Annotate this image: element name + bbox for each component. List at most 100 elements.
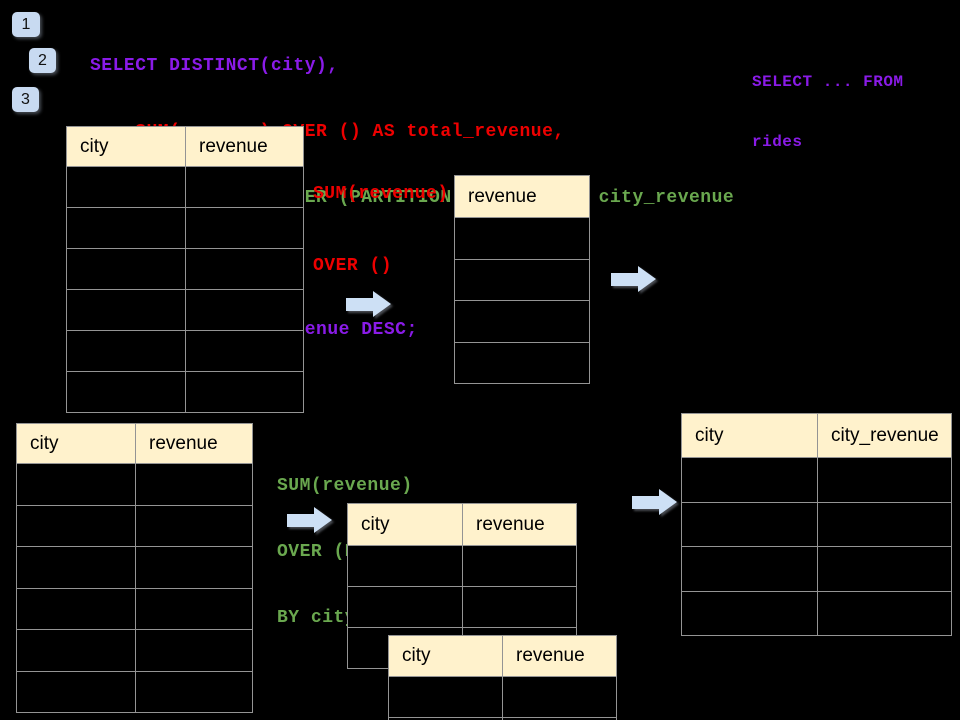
table-row	[455, 301, 589, 343]
table-header-row: city revenue	[348, 504, 576, 546]
table-row	[389, 677, 616, 718]
table-row	[17, 547, 252, 589]
table-cell	[455, 260, 589, 301]
column-header-city: city	[348, 504, 463, 545]
table-cell	[67, 372, 186, 412]
column-header-city: city	[67, 127, 186, 166]
query-note-line-1: SELECT ... FROM	[752, 73, 904, 91]
table-cell	[17, 547, 136, 588]
table-row	[348, 587, 576, 628]
table-cell	[389, 677, 503, 717]
table-cell	[455, 343, 589, 384]
table-header-row: city revenue	[389, 636, 616, 677]
table-row	[455, 260, 589, 301]
arrow-right-total-out-icon	[611, 266, 656, 293]
table-header-row: city revenue	[17, 424, 252, 464]
table-city-revenue-result: city city_revenue	[681, 413, 952, 636]
total-annotation-line-1: SUM(revenue)	[313, 184, 449, 204]
column-header-city: city	[682, 414, 818, 457]
column-header-revenue: revenue	[186, 127, 303, 166]
step-badge-1-label: 1	[21, 15, 31, 33]
table-row	[67, 372, 303, 412]
table-cell	[67, 249, 186, 289]
column-header-city: city	[17, 424, 136, 463]
table-cell	[136, 672, 252, 713]
table-row	[17, 671, 252, 713]
table-row	[348, 546, 576, 587]
table-row	[455, 218, 589, 260]
table-partition-overlay-clip: city revenue	[388, 635, 619, 720]
table-header-row: revenue	[455, 176, 589, 218]
table-cell	[818, 503, 951, 547]
table-row	[682, 458, 951, 503]
table-cell	[348, 546, 463, 586]
query-note-line-2: rides	[752, 133, 803, 151]
column-header-city-revenue: city_revenue	[818, 414, 951, 457]
table-cell	[818, 547, 951, 591]
column-header-city: city	[389, 636, 503, 676]
table-cell	[682, 547, 818, 591]
arrow-right-partition-in-icon	[287, 507, 332, 534]
table-partition-overlay: city revenue	[388, 635, 617, 720]
table-cell	[67, 331, 186, 371]
table-total-revenue-result: revenue	[454, 175, 590, 384]
table-row	[67, 331, 303, 372]
table-row	[67, 249, 303, 290]
table-cell	[186, 249, 303, 289]
table-source-bottom: city revenue	[16, 423, 253, 713]
table-row	[682, 547, 951, 592]
table-cell	[136, 630, 252, 671]
column-header-revenue: revenue	[136, 424, 252, 463]
partition-annotation-line-1: SUM(revenue)	[277, 476, 413, 496]
table-cell	[682, 458, 818, 502]
step-badge-1: 1	[12, 12, 40, 37]
total-revenue-annotation: SUM(revenue) OVER ()	[313, 134, 449, 326]
table-cell	[463, 587, 576, 627]
table-cell	[136, 547, 252, 588]
table-cell	[67, 208, 186, 248]
table-cell	[186, 331, 303, 371]
table-cell	[17, 505, 136, 546]
column-header-revenue: revenue	[455, 176, 589, 217]
table-cell	[818, 592, 951, 636]
table-row	[17, 464, 252, 506]
step-badge-2: 2	[29, 48, 56, 73]
table-cell	[17, 464, 136, 505]
table-row	[682, 591, 951, 636]
step-badge-3-label: 3	[21, 90, 30, 108]
arrow-right-total-in-icon	[346, 291, 391, 318]
total-annotation-line-2: OVER ()	[313, 256, 393, 276]
table-cell	[17, 588, 136, 629]
table-cell	[503, 677, 616, 717]
table-cell	[186, 167, 303, 207]
table-row	[682, 502, 951, 547]
table-cell	[67, 167, 186, 207]
table-cell	[389, 718, 503, 720]
table-cell	[136, 506, 252, 547]
table-row	[67, 167, 303, 208]
table-header-row: city city_revenue	[682, 414, 951, 458]
table-row	[17, 630, 252, 672]
table-cell	[17, 630, 136, 671]
column-header-revenue: revenue	[503, 636, 616, 676]
table-cell	[348, 587, 463, 627]
arrow-right-partition-out-icon	[632, 489, 677, 516]
table-cell	[186, 208, 303, 248]
table-source-top: city revenue	[66, 126, 304, 413]
table-cell	[186, 290, 303, 330]
table-cell	[136, 589, 252, 630]
table-cell	[463, 546, 576, 586]
table-cell	[455, 301, 589, 342]
table-row	[67, 290, 303, 331]
table-row	[455, 343, 589, 384]
table-row	[67, 208, 303, 249]
query-note: SELECT ... FROM rides	[752, 32, 904, 192]
table-row	[17, 588, 252, 630]
step-badge-2-label: 2	[38, 51, 47, 69]
table-row	[17, 505, 252, 547]
table-header-row: city revenue	[67, 127, 303, 167]
table-cell	[17, 671, 136, 712]
table-cell	[818, 458, 951, 502]
table-cell	[67, 290, 186, 330]
